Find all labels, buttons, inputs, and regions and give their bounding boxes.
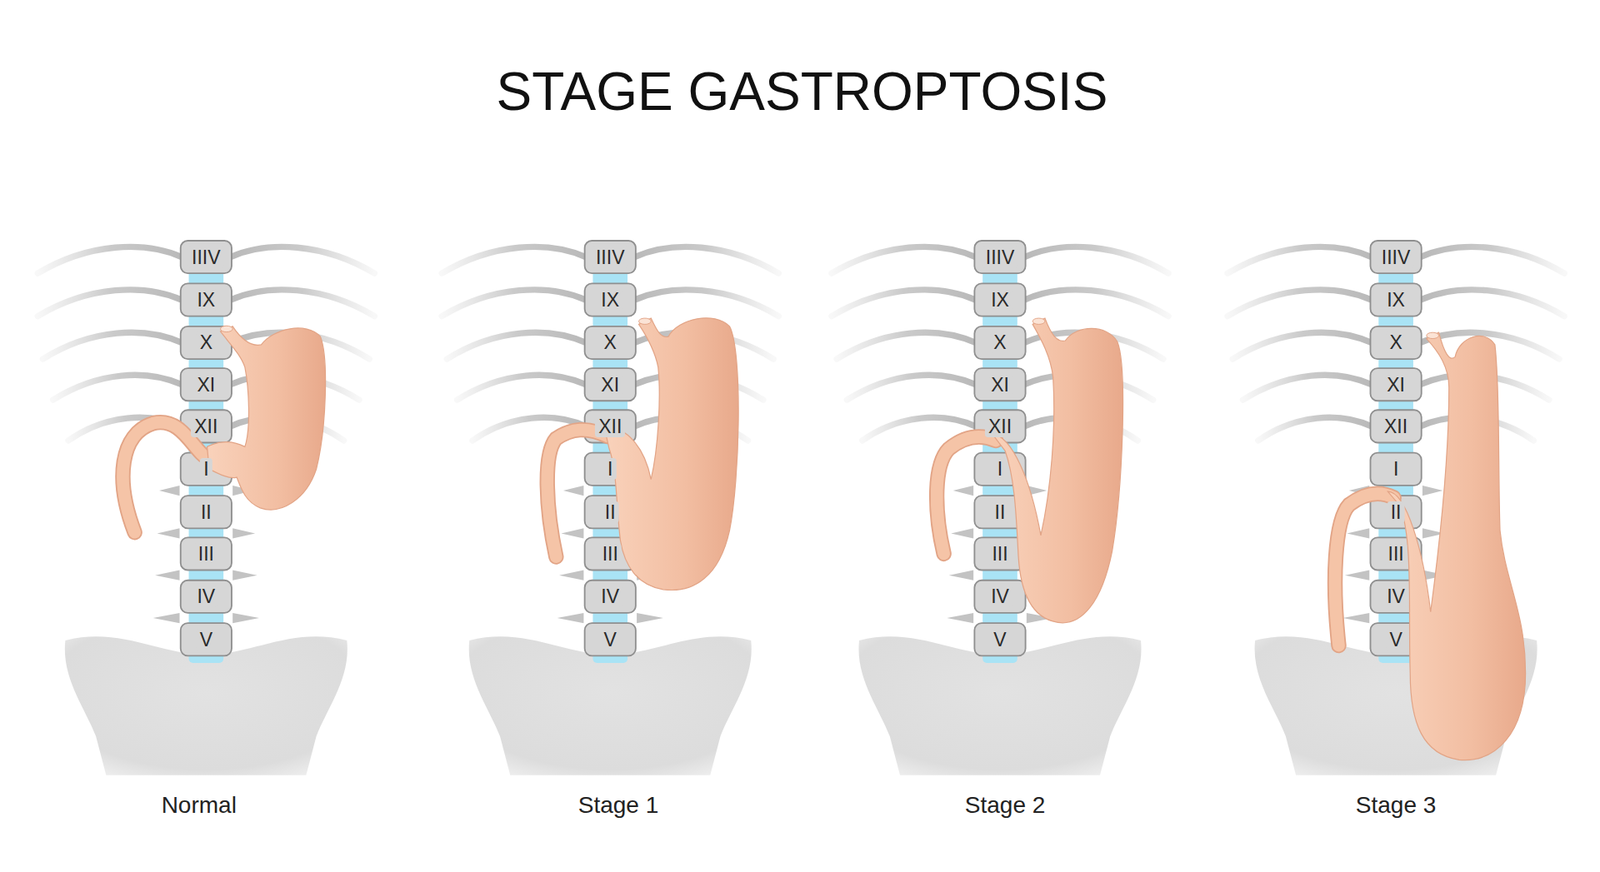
stomach: [1387, 332, 1525, 760]
stomach: [207, 326, 326, 510]
vertebra-label: V: [600, 629, 620, 651]
vertebra-label: II: [1387, 501, 1405, 524]
vertebra-label: IV: [987, 585, 1013, 608]
esophagus-end: [1032, 318, 1045, 325]
skeleton-stage-3: [1227, 240, 1565, 776]
duodenum: [123, 422, 210, 533]
vertebra-label: I: [604, 458, 616, 480]
skeleton-stage-2: [831, 240, 1169, 776]
skeleton-normal: [37, 240, 375, 776]
stomach: [604, 318, 739, 591]
stomach-stage-1: [547, 318, 739, 591]
stage-caption: Stage 2: [965, 792, 1046, 820]
vertebra-label: IIIV: [982, 246, 1019, 269]
vertebra-label: II: [991, 501, 1010, 524]
vertebra-label: XI: [597, 374, 623, 396]
stage-caption: Stage 1: [578, 792, 660, 820]
vertebra-label: X: [990, 331, 1010, 354]
vertebra-label: V: [990, 629, 1010, 651]
vertebra-label: X: [1385, 331, 1405, 354]
vertebra-label: IV: [1383, 585, 1409, 608]
duodenum: [547, 430, 609, 558]
stomach-normal: [123, 325, 326, 533]
vertebra-label: IIIV: [1378, 246, 1415, 269]
vertebra-label: IIIV: [592, 246, 629, 269]
vertebra-label: X: [600, 331, 620, 354]
duodenum-outline: [123, 422, 210, 533]
stomach: [991, 318, 1123, 624]
duodenum: [936, 436, 996, 554]
skeleton-stage-1: [441, 240, 779, 776]
vertebra-label: I: [994, 458, 1006, 480]
stage-caption: Normal: [161, 792, 237, 820]
diagram-title: STAGE GASTROPTOSIS: [496, 60, 1109, 123]
vertebra-label: IIIV: [188, 246, 225, 269]
duodenum-outline: [936, 436, 996, 554]
vertebra-label: X: [196, 331, 216, 354]
esophagus-end: [1426, 332, 1440, 339]
stomach-stage-3: [1335, 332, 1526, 760]
esophagus-end: [639, 318, 652, 325]
duodenum-outline: [1335, 494, 1395, 646]
vertebra-label: XII: [595, 415, 625, 438]
vertebra-label: V: [1385, 629, 1405, 651]
duodenum-outline: [547, 430, 609, 558]
vertebra-label: I: [200, 458, 212, 480]
vertebra-label: III: [599, 543, 622, 565]
vertebra-label: XI: [987, 374, 1013, 396]
vertebra-label: III: [1385, 543, 1408, 565]
vertebra-label: XI: [193, 374, 219, 396]
vertebra-label: XII: [190, 415, 221, 438]
vertebra-label: II: [601, 501, 620, 524]
stage-caption: Stage 3: [1355, 792, 1437, 820]
vertebra-label: XII: [985, 415, 1015, 438]
vertebra-label: IX: [1383, 289, 1409, 311]
stomach-stage-2: [936, 318, 1123, 624]
vertebra-label: XI: [1383, 374, 1409, 396]
vertebra-label: III: [988, 543, 1011, 565]
vertebra-label: V: [196, 629, 216, 651]
vertebra-label: III: [195, 543, 218, 565]
vertebra-label: IX: [597, 289, 623, 311]
vertebra-label: IX: [987, 289, 1013, 311]
vertebra-label: IV: [597, 585, 623, 608]
vertebra-label: II: [197, 501, 215, 524]
duodenum: [1335, 494, 1395, 646]
vertebra-label: IX: [193, 289, 219, 311]
vertebra-label: XII: [1380, 415, 1411, 438]
vertebra-label: I: [1390, 458, 1402, 480]
vertebra-label: IV: [193, 585, 219, 608]
esophagus-end: [220, 325, 233, 332]
